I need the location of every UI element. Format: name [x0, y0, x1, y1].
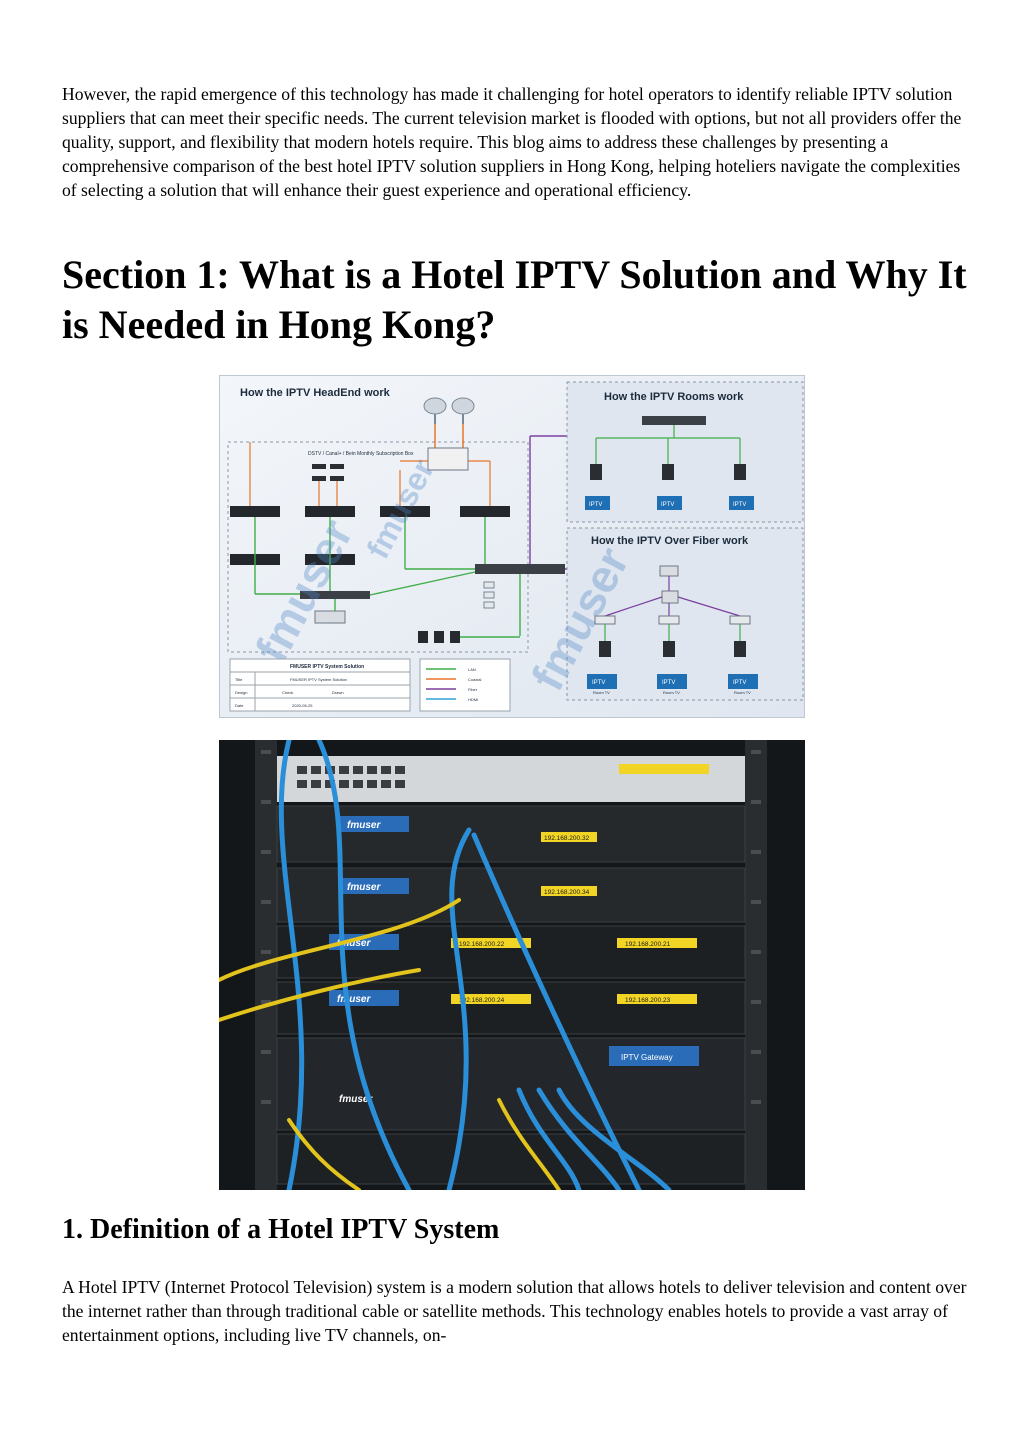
room-iptv-label-1: IPTV: [589, 502, 602, 508]
intro-paragraph: However, the rapid emergence of this tec…: [62, 84, 962, 200]
fiber-room-tv-2: Room TV: [663, 690, 680, 695]
titleblock-row-value: FMUSER IPTV System Solution: [290, 677, 347, 682]
legend-hdmi: HDMI: [468, 697, 478, 702]
photo-brand-2: fmuser: [347, 882, 381, 893]
titleblock-check: Check: [282, 690, 293, 695]
definition-paragraph: A Hotel IPTV (Internet Protocol Televisi…: [62, 1277, 967, 1345]
fiber-room-tv-3: Room TV: [734, 690, 751, 695]
definition-subheading: 1. Definition of a Hotel IPTV System: [62, 1214, 500, 1245]
photo-brand-4: fmuser: [337, 994, 371, 1005]
titleblock-date-label: Date: [235, 703, 244, 708]
satellite-dish-icon: [423, 397, 475, 424]
iptv-system-diagram: How the IPTV HeadEnd work DSTV / Canal+ …: [219, 375, 805, 718]
section-heading: Section 1: What is a Hotel IPTV Solution…: [62, 252, 967, 347]
server-rack-photo: fmuser fmuser fmuser fmuser fmuser IPTV …: [219, 740, 805, 1190]
titleblock-date: 2020-05-25: [292, 703, 313, 708]
headend-title: How the IPTV HeadEnd work: [240, 387, 391, 399]
fiber-room-tv-1: Room TV: [593, 690, 610, 695]
ip-label-2: 192.168.200.34: [544, 889, 590, 896]
room-iptv-label-2: IPTV: [661, 502, 674, 508]
title-block: FMUSER IPTV System Solution Title FMUSER…: [229, 658, 411, 712]
room-iptv-label-3: IPTV: [733, 502, 746, 508]
ip-label-6: 192.168.200.23: [625, 997, 671, 1004]
fiber-iptv-label-2: IPTV: [662, 680, 675, 686]
photo-brand-1: fmuser: [347, 820, 381, 831]
ip-label-3: 192.168.200.22: [459, 941, 505, 948]
fiber-title: How the IPTV Over Fiber work: [591, 535, 749, 547]
titleblock-row-title: Title: [235, 677, 243, 682]
ip-label-5: 192.168.200.24: [459, 997, 505, 1004]
titleblock-design: Design: [235, 690, 247, 695]
fiber-iptv-label-1: IPTV: [592, 680, 605, 686]
legend-lan: LAN: [468, 667, 476, 672]
subscription-box-label: DSTV / Canal+ / Bein Monthly Subscriptio…: [308, 451, 414, 457]
ip-label-1: 192.168.200.32: [544, 835, 590, 842]
titleblock-drawn: Drawn: [332, 690, 344, 695]
ip-label-4: 192.168.200.21: [625, 941, 671, 948]
legend-fiber: Fiber: [468, 687, 478, 692]
photo-brand-3: fmuser: [337, 938, 371, 949]
titleblock-title: FMUSER IPTV System Solution: [290, 664, 364, 670]
rooms-title: How the IPTV Rooms work: [604, 391, 744, 403]
photo-gateway-label: IPTV Gateway: [621, 1053, 673, 1062]
legend-coaxial: Coaxial: [468, 677, 481, 682]
photo-brand-5: fmuser: [339, 1094, 373, 1105]
fiber-iptv-label-3: IPTV: [733, 680, 746, 686]
diagram-legend: LAN Coaxial Fiber HDMI: [419, 658, 511, 712]
